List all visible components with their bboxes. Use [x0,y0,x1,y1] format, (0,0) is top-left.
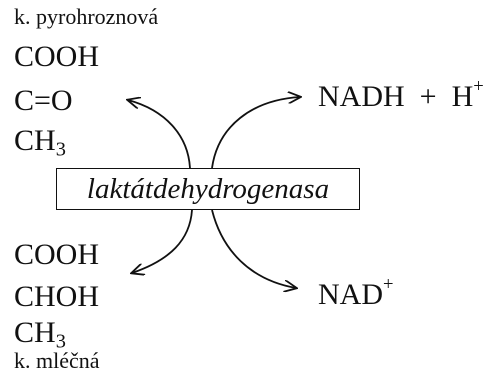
arrow-to-nad [211,209,296,288]
lactate-line-3: CH3 [14,316,66,353]
enzyme-label: laktátdehydrogenasa [86,172,330,205]
pyruvate-line-3: CH3 [14,124,66,161]
arrow-to-pyruvate [128,100,191,169]
lactate-line-1: COOH [14,238,100,271]
arrow-to-lactate [132,209,193,273]
lactate-name: k. mléčná [14,348,100,373]
pyruvate-line-1: COOH [14,40,100,73]
pyruvate-name: k. pyrohroznová [14,4,159,29]
enzyme-box: laktátdehydrogenasa [56,168,360,210]
cofactor-nad: NAD+ [318,274,394,311]
cofactor-nadh: NADH + H+ [318,76,484,113]
lactate-line-2: CHOH [14,280,100,313]
arrow-to-nadh [211,97,300,169]
pyruvate-line-2: C=O [14,84,73,117]
